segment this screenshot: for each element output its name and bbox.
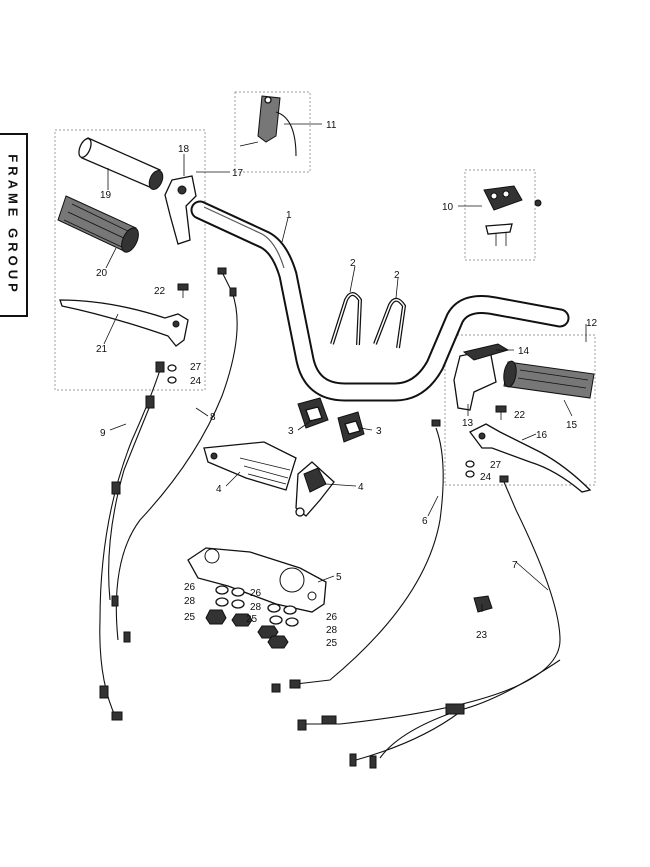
callout-15: 15 <box>566 420 578 431</box>
callout-25-a: 25 <box>184 612 196 623</box>
front-brake-lever-16 <box>469 423 592 493</box>
washers-and-nuts <box>205 585 299 649</box>
right-switch-housing-13-14 <box>453 343 510 411</box>
callout-3-left: 3 <box>288 426 294 437</box>
bracket-4-left <box>203 441 297 491</box>
callout-24-right: 24 <box>480 472 492 483</box>
leader-lines <box>103 123 587 612</box>
callout-20: 20 <box>96 268 108 279</box>
clutch-lever-21 <box>59 299 189 347</box>
switch-assembly-10 <box>483 185 542 246</box>
callout-12: 12 <box>586 318 598 329</box>
callout-28-c: 28 <box>326 625 338 636</box>
switch-group-box <box>234 91 311 173</box>
callout-27-right: 27 <box>490 460 502 471</box>
cable-clip-23 <box>473 595 493 613</box>
left-grip-19 <box>78 137 164 190</box>
u-clamp-2-left <box>330 292 363 346</box>
callout-27-left: 27 <box>190 362 202 373</box>
washers-24-27-right <box>465 460 475 478</box>
handlebar <box>190 200 570 402</box>
section-tab: FRAME GROUP <box>0 133 28 317</box>
throttle-housing-18 <box>164 175 197 245</box>
callout-22-right: 22 <box>514 410 526 421</box>
callout-17: 17 <box>232 168 244 179</box>
left-grip-group-box <box>54 129 206 391</box>
callout-13: 13 <box>462 418 474 429</box>
callout-26-a: 26 <box>184 582 196 593</box>
bracket-4-right <box>295 461 335 517</box>
callout-5: 5 <box>336 572 342 583</box>
callout-2-right: 2 <box>394 270 400 281</box>
callout-4-left: 4 <box>216 484 222 495</box>
clamp-block-3-right <box>337 411 365 443</box>
callout-22-left: 22 <box>154 286 166 297</box>
cables <box>99 267 561 769</box>
callout-25-b: 25 <box>246 614 258 625</box>
right-grip-group-box <box>444 334 596 486</box>
callout-26-c: 26 <box>326 612 338 623</box>
callout-10: 10 <box>442 202 454 213</box>
bolt-22-right <box>495 405 507 420</box>
callout-8: 8 <box>210 412 216 423</box>
callout-23: 23 <box>476 630 488 641</box>
right-grip-15 <box>503 360 595 399</box>
callout-4-right: 4 <box>358 482 364 493</box>
callout-25-c: 25 <box>326 638 338 649</box>
bolt-22-left <box>177 283 189 298</box>
handlebar-bracket-5 <box>187 547 327 613</box>
callout-18: 18 <box>178 144 190 155</box>
washers-24-27-left <box>167 364 177 384</box>
callout-28-a: 28 <box>184 596 196 607</box>
clamp-block-3-left <box>297 397 329 429</box>
callout-6: 6 <box>422 516 428 527</box>
callout-7: 7 <box>512 560 518 571</box>
switch-assembly-11 <box>239 95 297 157</box>
callout-labels: 1 2 2 3 3 4 4 5 6 7 8 9 10 11 12 13 14 1… <box>96 120 598 649</box>
callout-2-left: 2 <box>350 258 356 269</box>
left-grip-20 <box>57 195 139 253</box>
callout-3-right: 3 <box>376 426 382 437</box>
callout-14: 14 <box>518 346 530 357</box>
callout-24-left: 24 <box>190 376 202 387</box>
callout-9: 9 <box>100 428 106 439</box>
callout-19: 19 <box>100 190 112 201</box>
callout-21: 21 <box>96 344 108 355</box>
right-switch-group-box <box>464 169 536 261</box>
callout-16: 16 <box>536 430 548 441</box>
callout-28-b: 28 <box>250 602 262 613</box>
callout-26-b: 26 <box>250 588 262 599</box>
callout-1: 1 <box>286 210 292 221</box>
u-clamp-2-right <box>373 297 407 349</box>
callout-11: 11 <box>326 120 337 131</box>
